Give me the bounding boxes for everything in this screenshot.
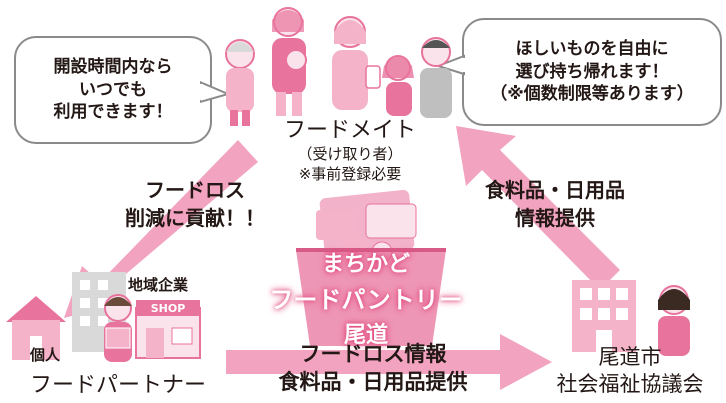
arrow-bottom-label: フードロス情報 食料品・日用品提供 <box>268 340 478 397</box>
pantry-name: まちかど フードパントリー 尾道 <box>246 246 486 349</box>
pantry-name-line-1: まちかど <box>321 252 410 277</box>
speech-bubble-left-tail <box>200 80 230 104</box>
arrow-council-to-foodmate <box>456 126 620 290</box>
council-illustration <box>572 280 690 356</box>
arrow-bottom-label-line-2: 食料品・日用品提供 <box>278 370 468 395</box>
council-name: 尾道市 社会福祉協議会 <box>540 344 720 399</box>
council-building-icon <box>572 280 636 352</box>
foodmate-registration-note: ※事前登録必要 <box>298 165 402 183</box>
foodmate-title: フードメイト <box>283 118 416 143</box>
speech-bubble-left: 開設時間内なら いつでも 利用できます！ <box>14 36 212 144</box>
company-label: 地域企業 <box>128 276 189 294</box>
speech-bubble-right-tail <box>436 54 466 76</box>
bubble-right-line-2: 選び持ち帰れます！ <box>515 61 669 82</box>
arrow-right-label-line-1: 食料品・日用品 <box>485 178 625 202</box>
elderly-person-icon <box>225 39 255 126</box>
arrow-bottom-label-line-1: フードロス情報 <box>299 342 447 366</box>
arrow-left-label-line-2: 削減に貢献！！ <box>125 206 265 230</box>
arrow-partner-to-council <box>226 334 552 390</box>
arrow-left-label-line-1: フードロス <box>145 178 245 202</box>
food-pantry-basket-illustration <box>296 190 446 346</box>
man-icon <box>420 37 452 118</box>
arrow-right-label-line-2: 情報提供 <box>515 206 595 230</box>
bubble-left-line-2: いつでも <box>79 79 147 100</box>
shop-icon <box>135 300 201 359</box>
woman-icon <box>332 16 381 110</box>
bubble-left-line-1: 開設時間内なら <box>53 56 173 77</box>
foodmate-people-illustration <box>225 7 452 126</box>
girl-icon <box>382 55 414 116</box>
speech-bubble-right: ほしいものを自由に 選び持ち帰れます！ （※個数制限等あります） <box>462 18 722 126</box>
arrow-left-label: フードロス 削減に貢献！！ <box>110 176 280 232</box>
food-partner-illustration <box>6 272 201 362</box>
bubble-right-line-3: （※個数制限等あります） <box>490 84 694 105</box>
mother-with-baby-icon <box>272 7 307 116</box>
staff-person-icon <box>658 285 690 356</box>
shop-sign: SHOP <box>150 302 186 315</box>
bubble-left-line-3: 利用できます！ <box>53 102 173 123</box>
individual-label: 個人 <box>30 346 61 364</box>
council-name-line-1: 尾道市 <box>598 345 662 369</box>
person-with-box-icon <box>104 294 132 362</box>
bubble-right-line-1: ほしいものを自由に <box>515 38 669 59</box>
food-partner-title: フードパートナー <box>29 373 206 398</box>
arrow-right-label: 食料品・日用品 情報提供 <box>470 176 640 232</box>
pantry-name-line-2: フードパントリー <box>269 286 463 314</box>
foodmate-subtitle: （受け取り者） <box>297 145 403 163</box>
pantry-name-line-3: 尾道 <box>343 323 388 348</box>
council-name-line-2: 社会福祉協議会 <box>556 372 704 397</box>
house-icon <box>6 296 66 360</box>
